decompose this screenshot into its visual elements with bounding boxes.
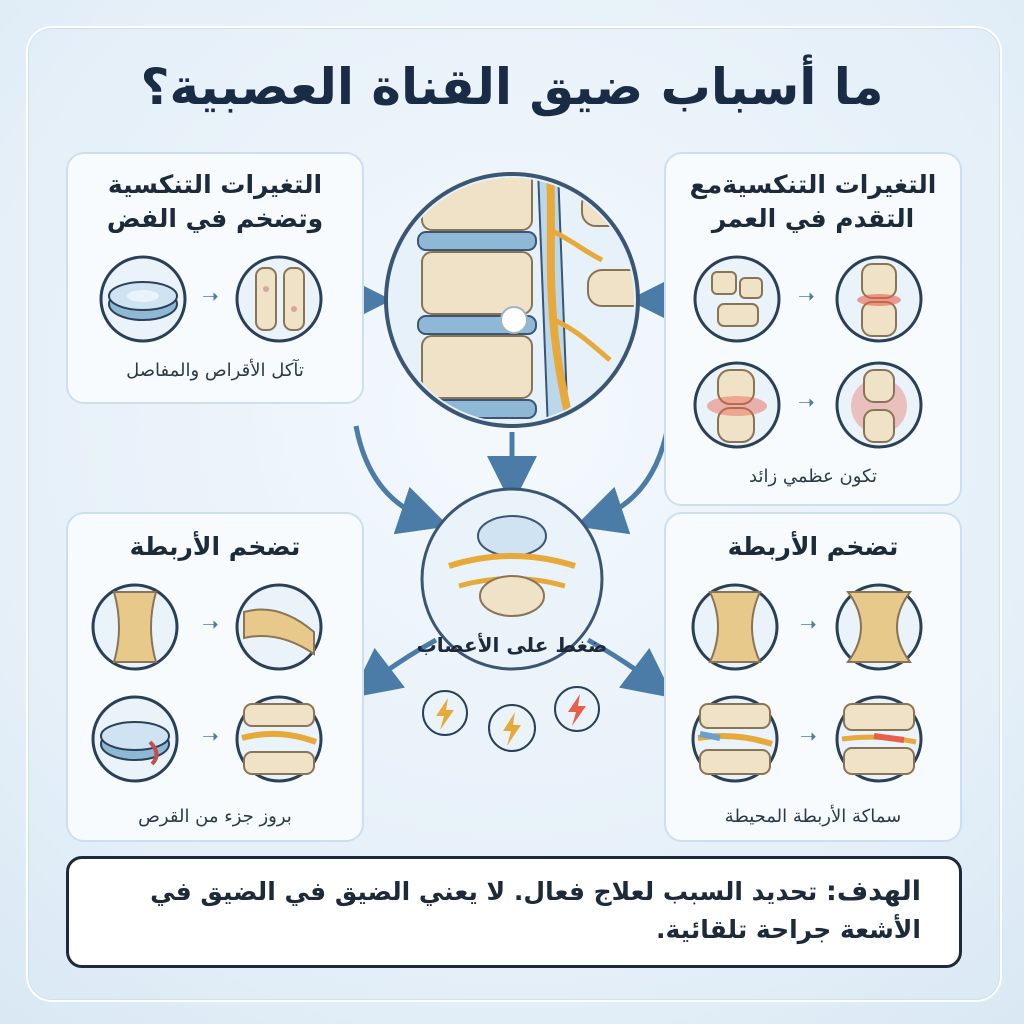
lightning-icon xyxy=(422,690,468,736)
disc-illustration-icon xyxy=(99,255,187,343)
nerve-ligament-illustration-icon xyxy=(691,695,779,783)
arrow-icon: ➝ xyxy=(798,284,815,308)
panel-disc-herniation: تضخم الأربطة ➝ ➝ بروز جزء من القرص xyxy=(66,512,364,842)
thick-ligament-illustration-icon xyxy=(835,583,923,671)
panel-ligament-thickening: تضخم الأربطة ➝ ➝ سماكة الأربطة المحيطة xyxy=(664,512,962,842)
spine-illustration-icon xyxy=(384,172,640,428)
panel-title: التغيرات التنكسيةمع التقدم في العمر xyxy=(689,170,937,233)
lightning-icon xyxy=(554,686,600,732)
arrow-icon: ➝ xyxy=(202,612,219,636)
compressed-nerve-ligament-icon xyxy=(835,695,923,783)
arrow-icon: ➝ xyxy=(800,612,817,636)
goal-label: الهدف: xyxy=(826,876,921,907)
arrow-icon: ➝ xyxy=(798,390,815,414)
page-title: ما أسباب ضيق القناة العصبية؟ xyxy=(140,58,884,116)
panel-caption: تآكل الأقراص والمفاصل xyxy=(126,360,304,381)
arrow-icon: ➝ xyxy=(202,284,219,308)
panel-title: تضخم الأربطة xyxy=(727,532,899,561)
arrow-icon: ➝ xyxy=(800,724,817,748)
compressed-nerve-illustration-icon xyxy=(420,487,604,671)
goal-text: الهدف: تحديد السبب لعلاج فعال. لا يعني ا… xyxy=(121,873,921,949)
arrow-icon: ➝ xyxy=(202,724,219,748)
goal-box: الهدف: تحديد السبب لعلاج فعال. لا يعني ا… xyxy=(66,856,962,968)
panel-title: تضخم الأربطة xyxy=(129,532,301,561)
outer-frame xyxy=(26,26,1002,1002)
panel-caption: بروز جزء من القرص xyxy=(138,806,292,827)
joint-severe-inflammation-icon xyxy=(835,361,923,449)
lightning-icon xyxy=(488,704,536,752)
panel-bone-spurs: التغيرات التنكسيةمع التقدم في العمر ➝ ➝ … xyxy=(664,152,962,506)
arrow-center-to-bottom-left xyxy=(350,637,438,699)
arrow-center-to-bottom-right xyxy=(586,637,674,699)
herniated-disc-illustration-icon xyxy=(91,695,179,783)
ligament-illustration-icon xyxy=(691,583,779,671)
joint-inflamed-illustration-icon xyxy=(835,255,923,343)
goal-description: تحديد السبب لعلاج فعال. لا يعني الضيق في… xyxy=(150,877,921,944)
arrow-left-curve-to-center xyxy=(353,425,449,535)
ligament-illustration-icon xyxy=(91,583,179,671)
nerve-compression-label: ضغط على الأعصاب xyxy=(416,633,608,657)
panel-disc-degeneration: التغيرات التنكسية وتضخم في الفض ➝ تآكل ا… xyxy=(66,152,364,404)
thick-ligament-illustration-icon xyxy=(235,583,323,671)
panel-caption: سماكة الأربطة المحيطة xyxy=(724,806,902,827)
joint-spur-illustration-icon xyxy=(693,361,781,449)
nerve-pinched-illustration-icon xyxy=(235,695,323,783)
bone-fragments-illustration-icon xyxy=(693,255,781,343)
panel-title: التغيرات التنكسية وتضخم في الفض xyxy=(106,170,324,233)
panel-caption: تكون عظمي زائد xyxy=(749,466,877,487)
worn-joint-illustration-icon xyxy=(235,255,323,343)
arrow-right-curve-to-center xyxy=(575,425,671,535)
